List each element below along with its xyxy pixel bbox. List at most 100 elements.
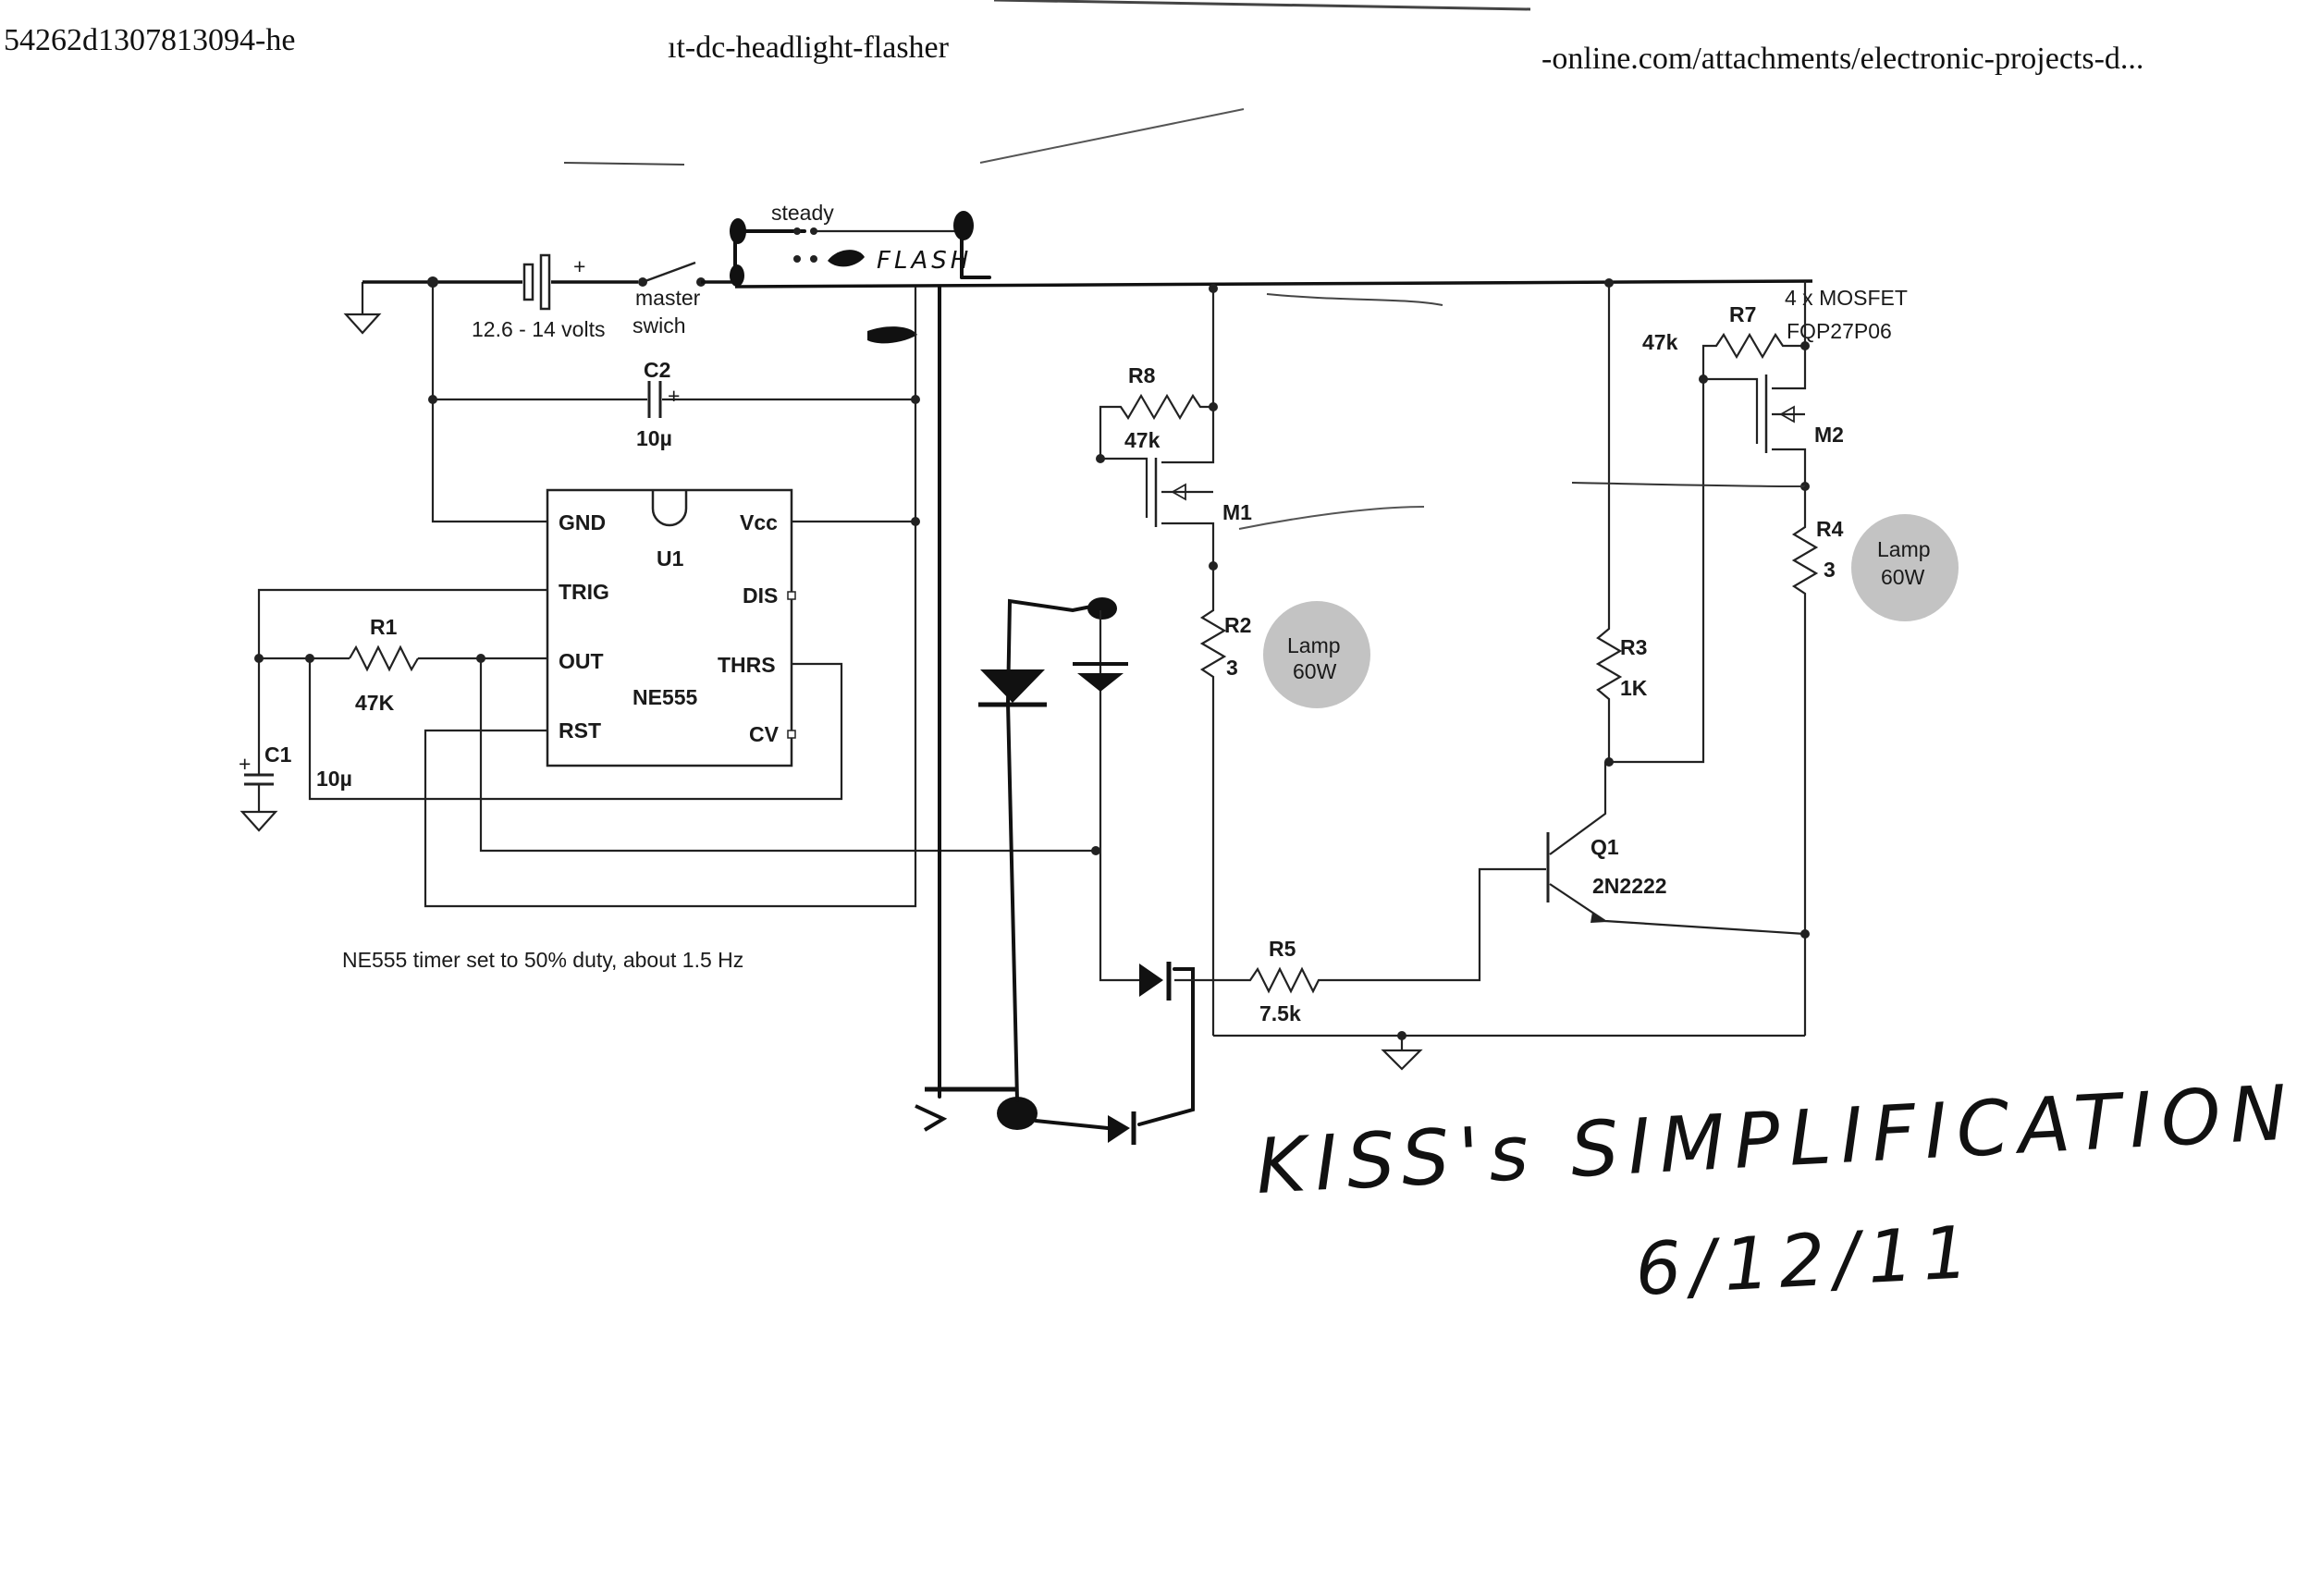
resistor-r8-icon (1099, 393, 1213, 459)
wire (424, 287, 917, 908)
pin-dis-marker (787, 591, 796, 600)
mode-selector-switch[interactable]: steady FLASH (730, 201, 991, 344)
lamp-1-icon (1263, 601, 1370, 708)
wire (1161, 522, 1215, 566)
diode-icon (1077, 673, 1124, 692)
steady-label: steady (771, 201, 834, 225)
r4-ref-label: R4 (1816, 517, 1844, 541)
m1-ref-label: M1 (1222, 500, 1252, 524)
header-left-text: 54262d1307813094-he (4, 23, 295, 57)
timing-network: R1 47K C1 + 10µ (239, 588, 1100, 855)
mosfet-m2-arrow-icon (1779, 405, 1795, 424)
r7-value-label: 47k (1642, 330, 1678, 354)
ground-symbol-icon (1381, 1049, 1423, 1071)
ink-scribble (867, 326, 917, 344)
lamp1-line1: Lamp (1287, 633, 1341, 657)
lamp-2-icon (1851, 514, 1959, 621)
r2-value-label: 3 (1226, 656, 1238, 680)
ink-scribble (915, 1104, 948, 1132)
channel-1: R8 47k M1 R2 3 Lamp 60W (1096, 289, 1425, 1036)
battery-cell-icon (539, 253, 551, 311)
hand-drawn-diode-network (915, 285, 1195, 1145)
resistor-r4-icon (1791, 486, 1819, 1036)
r3-ref-label: R3 (1620, 635, 1647, 659)
ink-blob (828, 250, 865, 267)
q1-emitter (1549, 883, 1806, 936)
wire (479, 658, 1096, 853)
ic-notch (651, 490, 688, 527)
ink-blob (1087, 597, 1117, 620)
pin-cv-marker (787, 730, 796, 739)
m2-ref-label: M2 (1814, 423, 1844, 447)
wire (431, 282, 547, 523)
scan-artifact-line (979, 108, 1245, 164)
lamp2-line2: 60W (1881, 565, 1925, 589)
power-input: + 12.6 - 14 volts master swich (343, 253, 735, 341)
scan-artifact-line (993, 0, 1531, 11)
header-right-text: -online.com/attachments/electronic-proje… (1541, 42, 2143, 76)
resistor-r7-icon (1701, 332, 1805, 379)
ink-blob (730, 218, 746, 244)
wire (257, 588, 547, 658)
scan-artifact-line (1571, 482, 1806, 487)
mosfet-note-line1: 4 x MOSFET (1785, 286, 1908, 310)
wire (1161, 407, 1215, 464)
q1-ref-label: Q1 (1591, 835, 1619, 859)
ink-blob (730, 264, 744, 287)
diode-icon (1108, 1115, 1130, 1143)
pin-rst-label: RST (559, 718, 601, 743)
supply-voltage-label: 12.6 - 14 volts (472, 317, 605, 341)
flash-label: FLASH (877, 247, 972, 275)
junction-dot (428, 395, 437, 404)
r1-ref-label: R1 (370, 615, 398, 639)
header-middle-text: ıt-dc-headlight-flasher (668, 31, 950, 65)
wire (1609, 379, 1705, 764)
diode-icon (980, 669, 1045, 703)
master-switch-label: master (635, 286, 701, 310)
timer-note: NE555 timer set to 50% duty, about 1.5 H… (342, 948, 743, 972)
r7-ref-label: R7 (1729, 302, 1756, 326)
junction-dot (1091, 846, 1100, 855)
c2-ref-label: C2 (644, 358, 670, 382)
ne555-timer-chip: GND Vcc TRIG DIS OUT THRS RST CV U1 NE55… (546, 488, 796, 767)
pin-gnd-label: GND (559, 510, 606, 534)
q1-part-label: 2N2222 (1592, 874, 1667, 898)
resistor-r3-icon (1595, 283, 1623, 762)
pin-cv-label: CV (749, 722, 780, 746)
switch-contact (793, 227, 801, 235)
handwritten-title: KISS's SIMPLIFICATION (1254, 1069, 2298, 1211)
resistor-r2-icon (1199, 566, 1227, 1036)
pin-trig-label: TRIG (559, 580, 609, 604)
pin-out-label: OUT (559, 649, 604, 673)
switch-contact (810, 255, 817, 263)
resistor-r5-icon (1174, 867, 1546, 994)
diode-icon (1139, 964, 1163, 997)
wire (1100, 457, 1148, 518)
r4-value-label: 3 (1824, 558, 1836, 582)
r8-ref-label: R8 (1128, 363, 1156, 387)
hand-wire (1034, 1119, 1110, 1130)
r5-value-label: 7.5k (1259, 1001, 1301, 1025)
junction-dot (1800, 929, 1810, 939)
q1-collector (1549, 762, 1607, 855)
pin-vcc-label: Vcc (740, 510, 778, 534)
c2-value-label: 10µ (636, 426, 672, 450)
r5-ref-label: R5 (1269, 937, 1296, 961)
ink-blob (953, 211, 974, 240)
timer-part-label: NE555 (633, 685, 698, 709)
master-switch-icon[interactable] (642, 261, 696, 284)
battery-cell-icon (522, 263, 534, 301)
print-header: 54262d1307813094-he ıt-dc-headlight-flas… (4, 0, 2143, 166)
r8-value-label: 47k (1124, 428, 1161, 452)
q1-emitter-arrow-icon (1591, 912, 1607, 923)
wire (1772, 281, 1807, 390)
driver-stage: R5 7.5k Q1 2N2222 (1174, 762, 1806, 1071)
c1-ref-label: C1 (264, 743, 292, 767)
scan-artifact-line (1238, 506, 1425, 530)
c1-value-label: 10µ (316, 767, 352, 791)
channel-2: 4 x MOSFET FQP27P06 R7 47k M2 R4 3 Lamp … (1571, 281, 1959, 1036)
master-switch-label-2: swich (633, 313, 686, 338)
scan-artifact-line (1266, 293, 1443, 306)
wire (308, 658, 843, 801)
